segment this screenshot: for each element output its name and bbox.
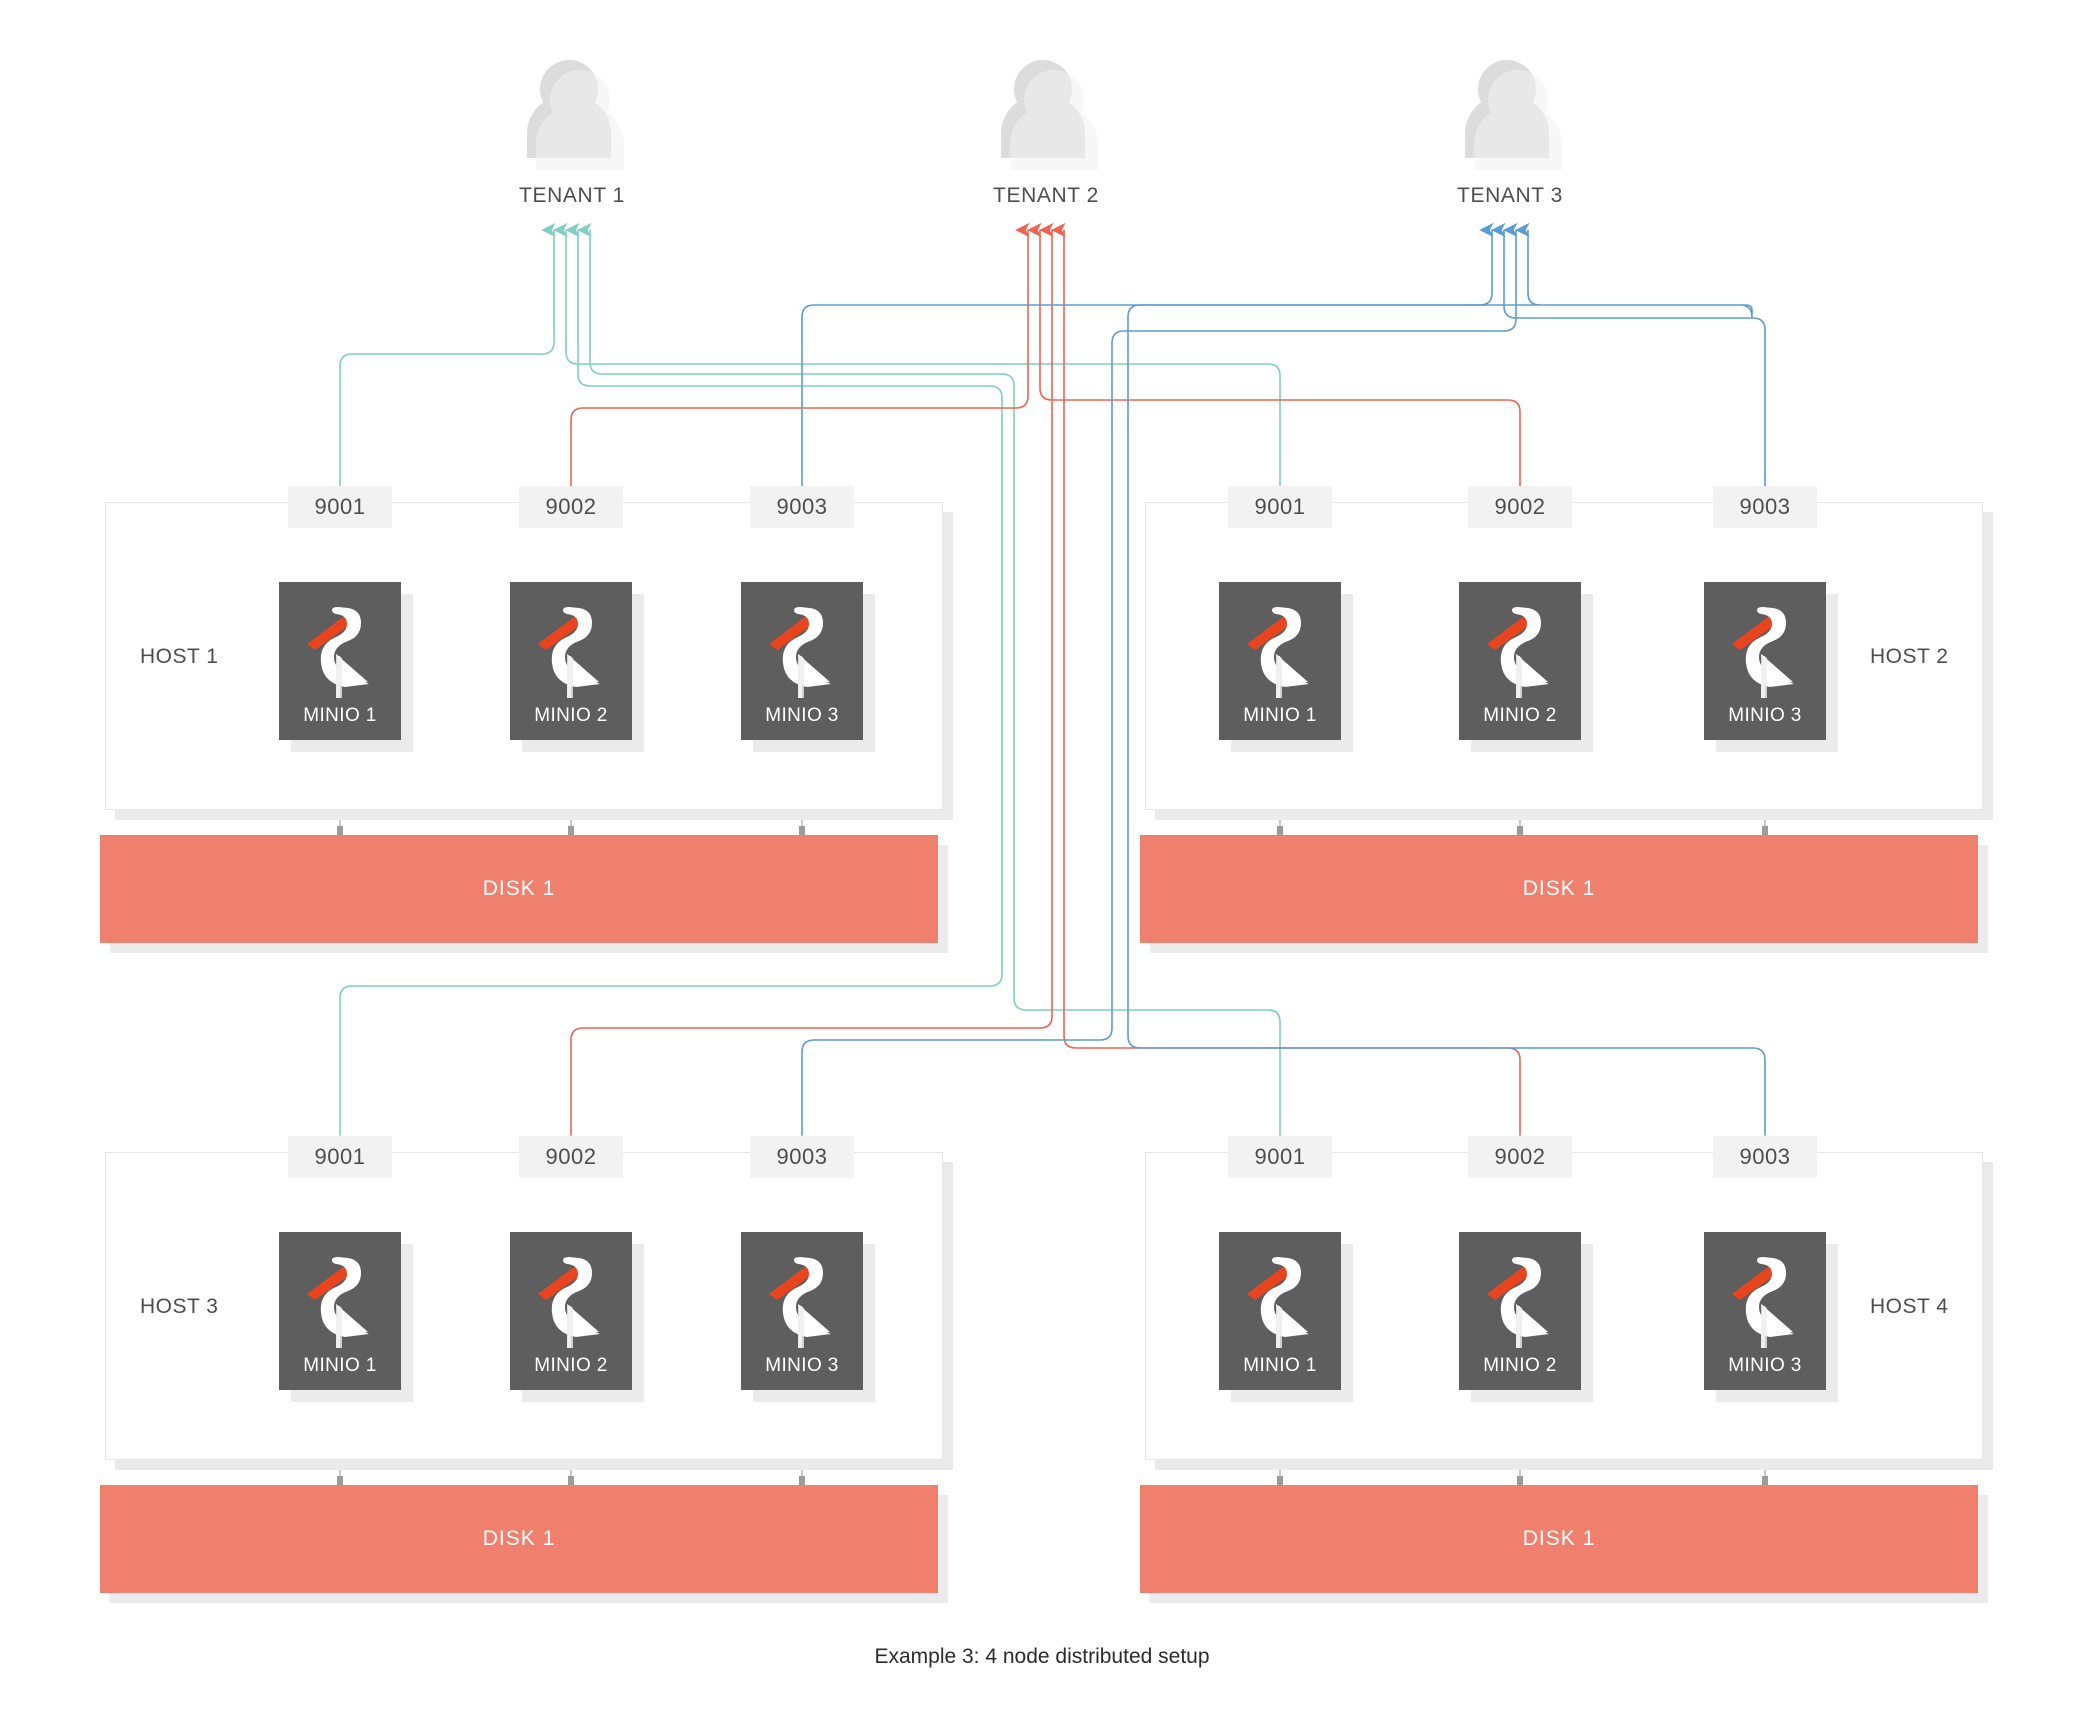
host-1-port-9001: 9001	[288, 486, 392, 528]
host-2-label: HOST 2	[1870, 645, 1949, 668]
tenant-label: TENANT 2	[993, 184, 1099, 207]
tenant-1[interactable]: TENANT 1	[492, 60, 652, 208]
tenant-3[interactable]: TENANT 3	[1430, 60, 1590, 208]
minio-label: MINIO 3	[1728, 705, 1802, 726]
host-3-port-9002: 9002	[519, 1136, 623, 1178]
host-2-minio-1[interactable]: MINIO 1	[1219, 582, 1341, 740]
minio-label: MINIO 1	[1243, 705, 1317, 726]
minio-label: MINIO 2	[1483, 705, 1557, 726]
minio-bird-icon	[1247, 607, 1309, 698]
host-1-port-9003: 9003	[750, 486, 854, 528]
minio-label: MINIO 1	[1243, 1355, 1317, 1376]
minio-bird-icon	[769, 1257, 831, 1348]
minio-label: MINIO 1	[303, 705, 377, 726]
disk-label: DISK 1	[1522, 877, 1596, 900]
host-4-minio-1[interactable]: MINIO 1	[1219, 1232, 1341, 1390]
host-3-minio-3[interactable]: MINIO 3	[741, 1232, 863, 1390]
host-4-port-9003: 9003	[1713, 1136, 1817, 1178]
host-3-disk-1: DISK 1	[100, 1485, 938, 1593]
minio-bird-icon	[538, 607, 600, 698]
minio-label: MINIO 3	[765, 705, 839, 726]
host-4-disk-1: DISK 1	[1140, 1485, 1978, 1593]
host-3-label: HOST 3	[140, 1295, 219, 1318]
minio-bird-icon	[307, 1257, 369, 1348]
minio-bird-icon	[538, 1257, 600, 1348]
host-1-port-9002: 9002	[519, 486, 623, 528]
minio-bird-icon	[1732, 607, 1794, 698]
host-1-minio-3[interactable]: MINIO 3	[741, 582, 863, 740]
host-1-minio-1[interactable]: MINIO 1	[279, 582, 401, 740]
host-4-port-9002: 9002	[1468, 1136, 1572, 1178]
minio-label: MINIO 3	[1728, 1355, 1802, 1376]
host-2-disk-1: DISK 1	[1140, 835, 1978, 943]
tenant-label: TENANT 1	[519, 184, 625, 207]
host-4-minio-3[interactable]: MINIO 3	[1704, 1232, 1826, 1390]
host-4-minio-2[interactable]: MINIO 2	[1459, 1232, 1581, 1390]
host-3-minio-2[interactable]: MINIO 2	[510, 1232, 632, 1390]
user-avatar-icon	[992, 60, 1100, 170]
host-2-port-9002: 9002	[1468, 486, 1572, 528]
host-2-port-9003: 9003	[1713, 486, 1817, 528]
minio-label: MINIO 2	[534, 705, 608, 726]
host-4-port-9001: 9001	[1228, 1136, 1332, 1178]
tenant-2[interactable]: TENANT 2	[966, 60, 1126, 208]
disk-label: DISK 1	[482, 877, 556, 900]
minio-bird-icon	[769, 607, 831, 698]
minio-bird-icon	[1247, 1257, 1309, 1348]
minio-bird-icon	[1487, 1257, 1549, 1348]
figure-caption: Example 3: 4 node distributed setup	[874, 1645, 1210, 1668]
minio-label: MINIO 2	[1483, 1355, 1557, 1376]
host-3-port-9001: 9001	[288, 1136, 392, 1178]
host-4-label: HOST 4	[1870, 1295, 1949, 1318]
disk-label: DISK 1	[482, 1527, 556, 1550]
host-3-port-9003: 9003	[750, 1136, 854, 1178]
disk-label: DISK 1	[1522, 1527, 1596, 1550]
minio-label: MINIO 2	[534, 1355, 608, 1376]
minio-bird-icon	[307, 607, 369, 698]
host-2-minio-3[interactable]: MINIO 3	[1704, 582, 1826, 740]
user-avatar-icon	[1456, 60, 1564, 170]
tenant-label: TENANT 3	[1457, 184, 1563, 207]
minio-label: MINIO 3	[765, 1355, 839, 1376]
host-1-label: HOST 1	[140, 645, 219, 668]
minio-bird-icon	[1732, 1257, 1794, 1348]
host-2-minio-2[interactable]: MINIO 2	[1459, 582, 1581, 740]
host-1-disk-1: DISK 1	[100, 835, 938, 943]
minio-bird-icon	[1487, 607, 1549, 698]
host-3-minio-1[interactable]: MINIO 1	[279, 1232, 401, 1390]
user-avatar-icon	[518, 60, 626, 170]
minio-label: MINIO 1	[303, 1355, 377, 1376]
host-2-port-9001: 9001	[1228, 486, 1332, 528]
host-1-minio-2[interactable]: MINIO 2	[510, 582, 632, 740]
